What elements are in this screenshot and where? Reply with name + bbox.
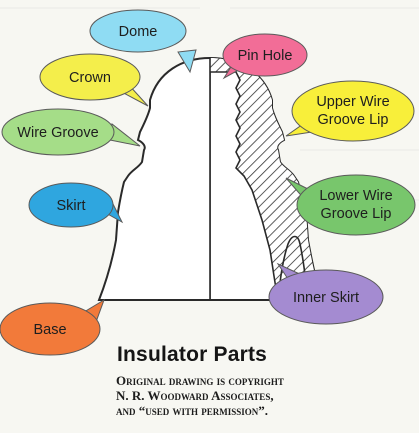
upper-wire-groove-lip-label-line1: Upper Wire <box>316 94 389 110</box>
caption-line-3: and “used with permission”. <box>116 403 269 418</box>
skirt-label: Skirt <box>57 198 86 214</box>
callout-wire-groove: Wire Groove <box>1 108 141 156</box>
wire-groove-bubble <box>1 108 115 156</box>
callout-inner-skirt: Inner Skirt <box>268 262 384 325</box>
callout-crown: Crown <box>39 53 149 107</box>
caption-title: Insulator Parts <box>117 343 268 366</box>
crown-bubble <box>39 53 141 101</box>
wire-groove-label: Wire Groove <box>17 125 98 141</box>
base-label: Base <box>33 322 66 338</box>
upper-wire-groove-lip-bubble <box>291 80 415 142</box>
callout-skirt: Skirt <box>28 182 124 228</box>
lower-wire-groove-lip-label-line1: Lower Wire <box>319 188 392 204</box>
dome-label: Dome <box>119 24 158 40</box>
cross-section <box>210 58 322 301</box>
skirt-bubble <box>28 182 114 228</box>
caption-line-1: Original drawing is copyright <box>116 373 284 388</box>
callout-dome: Dome <box>89 9 197 74</box>
callout-lower-wire-groove-lip: Lower Wire Groove Lip <box>285 174 416 236</box>
inner-skirt-bubble <box>268 269 384 325</box>
dome-bubble <box>89 9 187 53</box>
callout-upper-wire-groove-lip: Upper Wire Groove Lip <box>285 80 415 142</box>
inner-skirt-label: Inner Skirt <box>293 290 359 306</box>
pin-hole-label: Pin Hole <box>238 48 293 64</box>
upper-wire-groove-lip-label-line2: Groove Lip <box>318 112 389 128</box>
callout-pin-hole: Pin Hole <box>222 33 308 80</box>
lower-wire-groove-lip-label-line2: Groove Lip <box>321 206 392 222</box>
base-bubble <box>0 302 101 356</box>
caption-line-2: N. R. Woodward Associates, <box>116 388 274 403</box>
pin-hole-bubble <box>222 33 308 77</box>
lower-wire-groove-lip-bubble <box>296 174 416 236</box>
crown-label: Crown <box>69 70 111 86</box>
callout-base: Base <box>0 298 105 356</box>
